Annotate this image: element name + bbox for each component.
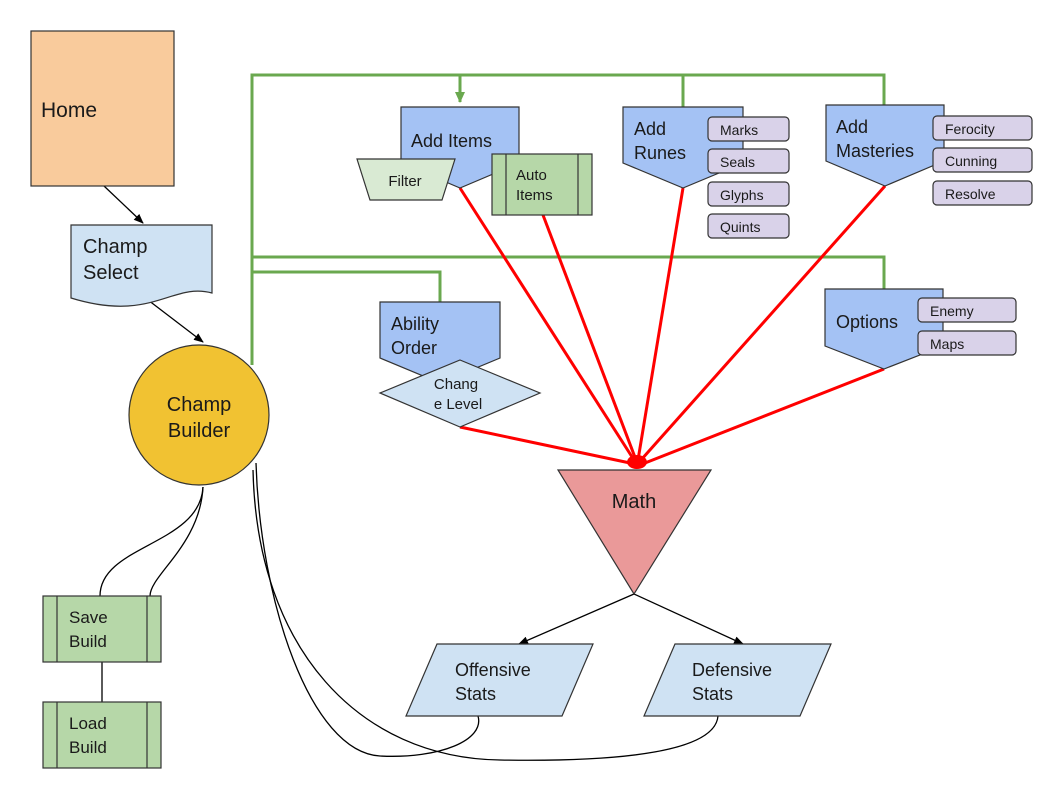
filter-label: Filter [388,173,421,190]
connector-math-to-offensive [518,593,635,645]
mastery-option-label: Cunning [945,153,997,169]
mastery-option-label: Resolve [945,186,996,202]
options-sub-items: Enemy Maps [917,297,1017,356]
connector-builder-to-offensive-loop [255,462,480,757]
change-level-label-line-2: e Level [434,396,482,413]
connector-add-items-to-math [458,187,636,461]
add-runes-label-line-2: Runes [634,143,686,163]
connector-change-level-to-math [459,425,631,465]
mastery-option-label: Ferocity [945,121,995,137]
math-node[interactable]: Math [556,469,713,596]
save-build-label-line-1: Save [69,608,108,627]
add-runes-label-line-1: Add [634,119,666,139]
connector-builder-to-save-build-right [149,486,204,597]
save-build-label-line-2: Build [69,632,107,651]
rune-option-marks[interactable]: Marks [707,116,790,142]
offensive-stats-node[interactable]: Offensive Stats [405,643,594,717]
options-label: Options [836,312,898,332]
red-connectors [458,185,887,469]
defensive-stats-label-line-1: Defensive [692,660,772,680]
connector-champ-select-to-builder [147,299,204,343]
connector-home-to-champ-select [103,185,144,224]
rune-option-seals[interactable]: Seals [707,148,790,174]
champ-builder-label-line-2: Builder [168,420,231,442]
connector-add-masteries-to-math [639,185,887,461]
connector-builder-to-ability-order [252,270,442,302]
offensive-stats-label-line-1: Offensive [455,660,531,680]
champ-builder-label-line-1: Champ [167,394,231,416]
connector-builder-to-save-build-left [99,486,204,597]
rune-option-label: Seals [720,154,755,170]
black-connectors [99,185,744,761]
math-label: Math [612,491,656,513]
ability-order-node[interactable]: Ability Order [379,301,501,384]
rune-option-label: Quints [720,219,760,235]
connector-builder-to-defensive-loop [252,469,719,761]
connector-auto-items-to-math [541,214,638,461]
option-enemy[interactable]: Enemy [917,297,1017,323]
load-build-label-line-2: Build [69,738,107,757]
load-build-label-line-1: Load [69,714,107,733]
ability-order-label-line-1: Ability [391,314,439,334]
connector-add-runes-to-math [636,187,685,461]
auto-items-label-line-1: Auto [516,167,547,184]
mastery-options: Ferocity Cunning Resolve [932,115,1033,206]
home-node[interactable]: Home [30,30,175,187]
ability-order-label-line-2: Order [391,338,437,358]
rune-options: Marks Seals Glyphs Quints [707,116,790,239]
rune-option-label: Glyphs [720,187,764,203]
option-label: Enemy [930,303,974,319]
rune-option-label: Marks [720,122,758,138]
rune-option-glyphs[interactable]: Glyphs [707,181,790,207]
add-masteries-label-line-2: Masteries [836,141,914,161]
champ-select-node[interactable]: Champ Select [70,224,213,307]
option-maps[interactable]: Maps [917,330,1017,356]
defensive-stats-label-line-2: Stats [692,684,733,704]
connector-builder-to-top-bus [250,73,886,365]
champ-builder-node[interactable]: Champ Builder [128,344,270,486]
change-level-node[interactable]: Chang e Level [378,359,542,428]
connector-builder-to-options-bus [252,255,886,289]
math-merge-point [627,455,647,469]
save-build-node[interactable]: Save Build [42,595,162,663]
load-build-node[interactable]: Load Build [42,701,162,769]
filter-node[interactable]: Filter [356,158,456,201]
option-label: Maps [930,336,964,352]
auto-items-node[interactable]: Auto Items [491,153,593,216]
auto-items-label-line-2: Items [516,187,553,204]
connector-options-to-math [644,367,885,465]
connector-math-to-defensive [633,593,744,645]
champ-select-label-line-1: Champ [83,236,147,258]
add-masteries-node[interactable]: Add Masteries [825,104,945,187]
change-level-label-line-1: Chang [434,376,478,393]
mastery-option-ferocity[interactable]: Ferocity [932,115,1033,141]
champ-select-label-line-2: Select [83,262,139,284]
green-connectors [250,73,886,365]
offensive-stats-label-line-2: Stats [455,684,496,704]
home-label: Home [41,99,97,122]
rune-option-quints[interactable]: Quints [707,213,790,239]
mastery-option-cunning[interactable]: Cunning [932,147,1033,173]
mastery-option-resolve[interactable]: Resolve [932,180,1033,206]
add-items-label: Add Items [411,131,492,151]
options-node[interactable]: Options [824,288,944,370]
add-masteries-label-line-1: Add [836,117,868,137]
defensive-stats-node[interactable]: Defensive Stats [643,643,832,717]
